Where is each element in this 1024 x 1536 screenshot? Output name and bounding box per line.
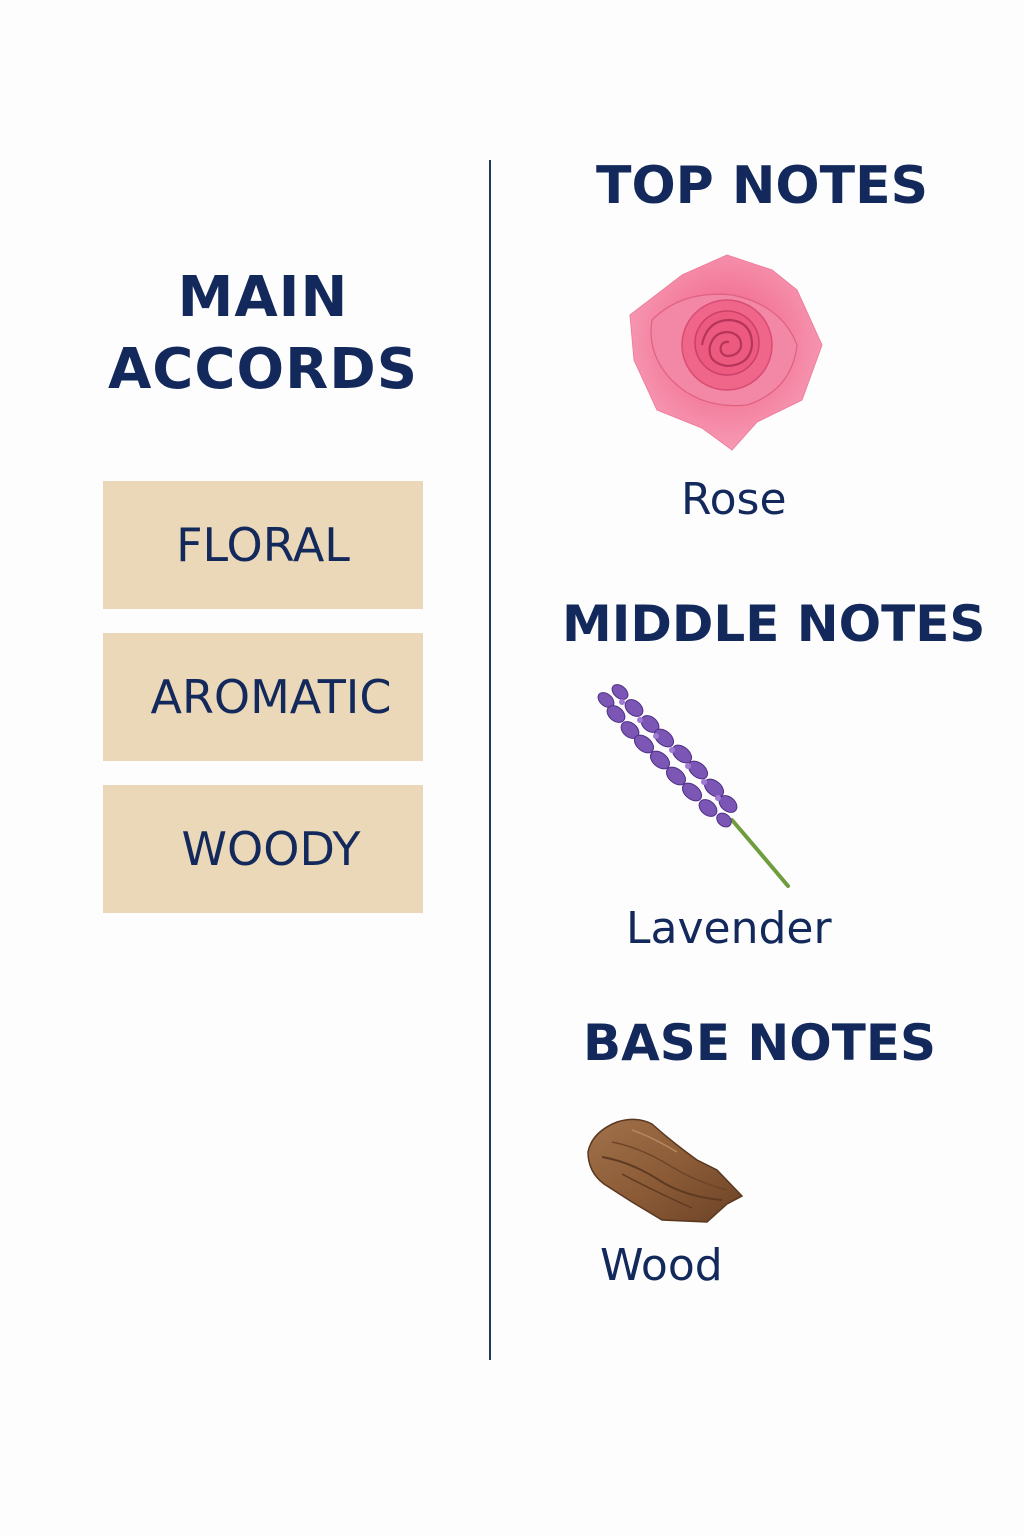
accord-label: WOODY <box>181 822 361 876</box>
middle-note-label: Lavender <box>626 903 832 954</box>
middle-notes-heading: MIDDLE NOTES <box>562 595 986 653</box>
main-accords-title-line1: MAIN <box>177 265 349 330</box>
accord-label: AROMATIC <box>150 670 392 724</box>
rose-icon <box>629 254 823 451</box>
top-note-label: Rose <box>681 474 787 525</box>
accord-label: FLORAL <box>176 518 350 572</box>
accord-woody: WOODY <box>103 785 423 913</box>
wood-icon <box>587 1118 744 1223</box>
lavender-icon <box>597 684 790 888</box>
accord-floral: FLORAL <box>103 481 423 609</box>
top-notes-heading: TOP NOTES <box>596 156 929 216</box>
base-note-label: Wood <box>600 1240 723 1291</box>
accord-aromatic: AROMATIC <box>103 633 423 761</box>
base-notes-heading: BASE NOTES <box>583 1014 937 1072</box>
main-accords-title: MAIN ACCORDS <box>100 262 426 406</box>
main-accords-title-line2: ACCORDS <box>107 337 419 402</box>
column-divider <box>489 160 491 1360</box>
